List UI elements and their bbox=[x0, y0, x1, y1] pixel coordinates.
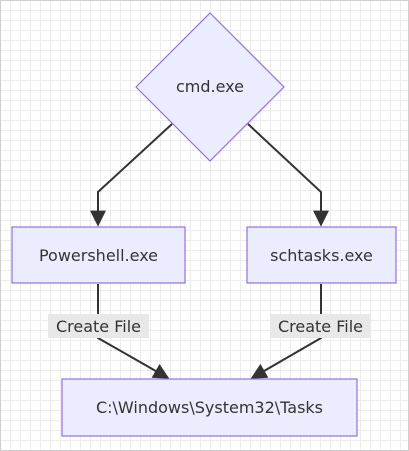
node-tasks-dir-label: C:\Windows\System32\Tasks bbox=[96, 398, 323, 417]
node-powershell[interactable]: Powershell.exe bbox=[11, 226, 186, 284]
node-schtasks-label: schtasks.exe bbox=[270, 246, 373, 265]
edge-label-powershell: Create File bbox=[48, 314, 149, 338]
node-powershell-label: Powershell.exe bbox=[39, 246, 158, 265]
node-schtasks[interactable]: schtasks.exe bbox=[246, 226, 397, 284]
node-cmd-label: cmd.exe bbox=[176, 77, 244, 96]
node-tasks-dir[interactable]: C:\Windows\System32\Tasks bbox=[61, 378, 358, 437]
edge-label-schtasks-text: Create File bbox=[278, 317, 363, 336]
node-cmd[interactable]: cmd.exe bbox=[135, 12, 285, 162]
edge-cmd-to-powershell bbox=[90, 123, 173, 227]
edge-label-schtasks: Create File bbox=[270, 314, 371, 338]
edge-cmd-to-schtasks bbox=[247, 123, 329, 227]
edge-label-powershell-text: Create File bbox=[56, 317, 141, 336]
